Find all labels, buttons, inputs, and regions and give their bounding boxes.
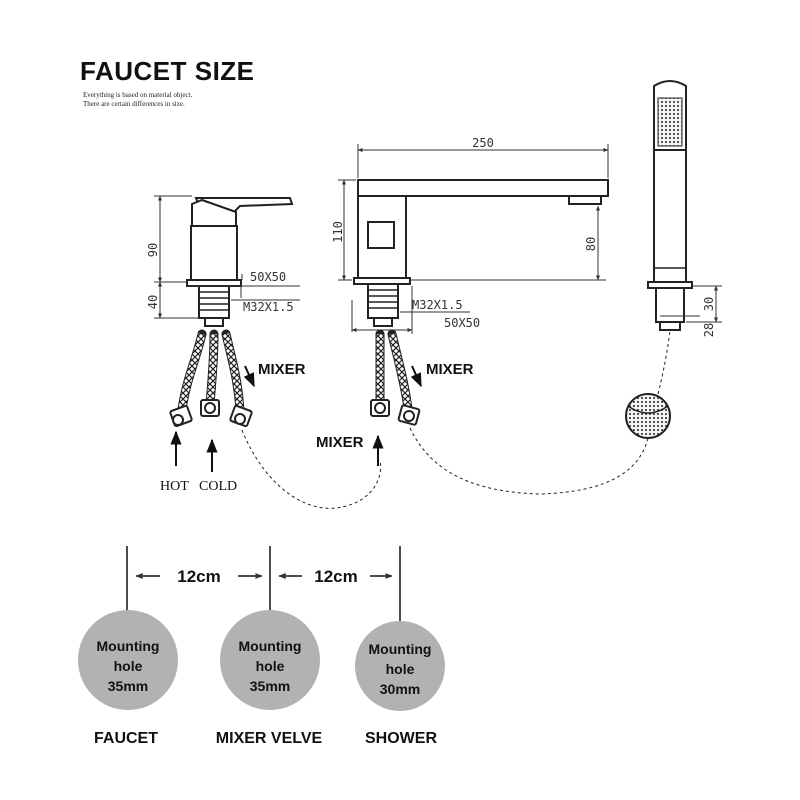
spout-drawing	[353, 179, 609, 327]
spout-hoses	[370, 329, 421, 426]
mixer-label-right: MIXER	[426, 361, 474, 378]
faucet-base-label: 40	[146, 295, 160, 309]
cold-label: COLD	[199, 479, 237, 494]
mixer-label-mid: MIXER	[316, 434, 364, 451]
hole-size: 35mm	[108, 678, 148, 694]
spout-thread-label: M32X1.5	[412, 298, 463, 312]
hole-circle	[78, 610, 178, 710]
hand-shower-drawing	[647, 80, 693, 331]
spout-dimension-lines	[338, 144, 609, 334]
hole-size: 30mm	[380, 681, 420, 697]
caption-mixer-valve: MIXER VELVE	[216, 730, 323, 747]
hole-text: Mounting	[369, 641, 432, 657]
hole-circle	[220, 610, 320, 710]
page-title: FAUCET SIZE	[80, 56, 255, 86]
hole-size: 35mm	[250, 678, 290, 694]
hole-text: hole	[256, 658, 285, 674]
hole-circle	[355, 621, 445, 711]
spout-height-label: 110	[331, 221, 345, 243]
mixer-label-left: MIXER	[258, 361, 306, 378]
mounting-hole-shower: Mounting hole 30mm	[355, 621, 445, 711]
spout-length-label: 250	[472, 136, 494, 150]
spacing-lines	[126, 546, 401, 622]
shower-width-label: 28	[702, 323, 716, 337]
hole-text: hole	[114, 658, 143, 674]
note-line-2: There are certain differences in size.	[83, 100, 185, 108]
spacing-label-2: 12cm	[314, 567, 357, 586]
hole-text: hole	[386, 661, 415, 677]
label-arrows	[170, 365, 422, 472]
faucet-dimension-lines	[154, 195, 300, 319]
hose-weight-ball	[625, 393, 671, 439]
connection-hoses	[241, 329, 671, 509]
note-line-1: Everything is based on material object.	[83, 91, 193, 99]
hot-label: HOT	[160, 479, 189, 494]
shower-base-label: 30	[702, 297, 716, 311]
mounting-hole-faucet: Mounting hole 35mm	[78, 610, 178, 710]
mounting-hole-mixer: Mounting hole 35mm	[220, 610, 320, 710]
caption-faucet: FAUCET	[94, 730, 158, 747]
shower-dimension-lines	[660, 285, 722, 323]
faucet-square-label: 50X50	[250, 270, 286, 284]
hole-text: Mounting	[239, 638, 302, 654]
spout-square-label: 50X50	[444, 316, 480, 330]
spout-outlet-label: 80	[584, 237, 598, 251]
hole-text: Mounting	[97, 638, 160, 654]
spacing-label-1: 12cm	[177, 567, 220, 586]
faucet-thread-label: M32X1.5	[243, 300, 294, 314]
caption-shower: SHOWER	[365, 730, 437, 747]
faucet-height-label: 90	[146, 243, 160, 257]
faucet-hoses	[169, 329, 253, 428]
